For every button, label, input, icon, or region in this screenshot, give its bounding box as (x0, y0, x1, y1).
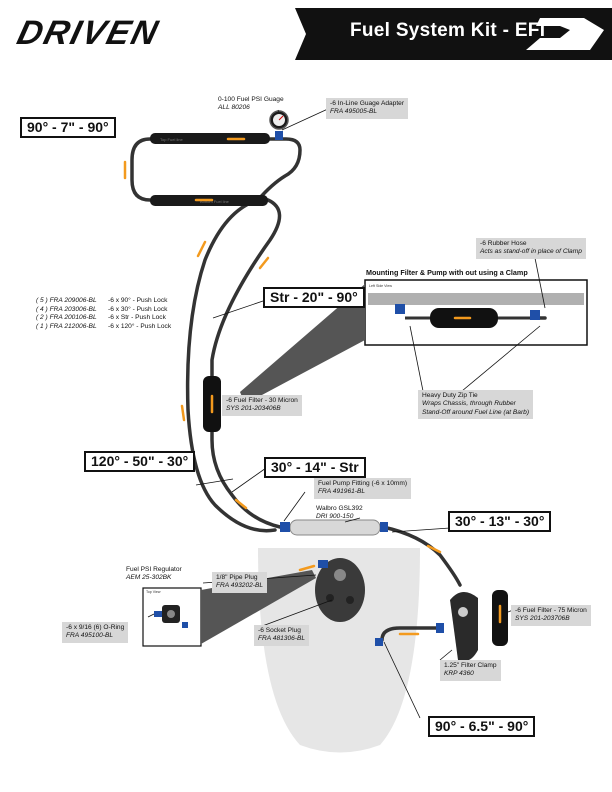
filter-30-part: SYS 201-203406B (226, 405, 281, 413)
label-pump-fitting: Fuel Pump Fitting (-6 x 10mm) FRA 491961… (314, 478, 412, 499)
parts-list-row: ( 1 ) FRA 212006-BL -6 x 120° - Push Loc… (36, 322, 172, 330)
walbro-pump-body (289, 519, 381, 536)
bottom-fuel-line-tag: Bottom Fuel line (200, 199, 230, 204)
zip-tie-line2: Stand-Off around Fuel Line (at Barb) (422, 408, 530, 416)
top-fuel-line-body (150, 133, 270, 144)
filter-clamp-part: KRP 4360 (444, 670, 474, 678)
label-rubber-hose: -6 Rubber Hose Acts as stand-off in plac… (476, 238, 586, 259)
fittings-parts-list: ( 5 ) FRA 209006-BL -6 x 90° - Push Lock… (36, 297, 171, 331)
label-socket-plug: -6 Socket Plug FRA 481306-BL (254, 625, 310, 646)
label-filter-75: -6 Fuel Filter - 75 Micron SYS 201-20370… (511, 605, 591, 626)
zip-tie-name: Heavy Duty Zip Tie (422, 392, 478, 399)
parts-list-row: ( 2 ) FRA 200106-BL -6 x Str - Push Lock (36, 314, 166, 322)
pump-fitting-part: FRA 491961-BL (318, 488, 366, 496)
page-title: Fuel System Kit - EFI (350, 20, 546, 41)
top-fuel-line-tag: Top Fuel line (160, 137, 183, 142)
label-oring: -6 x 9/16 (6) O-Ring FRA 495100-BL (62, 622, 129, 643)
angle-box-3: 120° - 50" - 30° (84, 451, 196, 472)
label-inline-adapter: -6 In-Line Guage Adapter FRA 495005-BL (326, 98, 409, 119)
filter-30-name: -6 Fuel Filter - 30 Micron (226, 397, 298, 404)
hose-loop-left (130, 137, 152, 202)
socket-plug-name: -6 Socket Plug (258, 627, 301, 634)
hose-bottom-loop (380, 626, 442, 642)
pipe-plug-part: FRA 493202-BL (216, 582, 264, 590)
hose-main-long (185, 198, 277, 533)
pump-part: DRI 900-150 (316, 513, 354, 521)
left-side-view-tag: Left Side View (369, 284, 392, 288)
psi-gauge-part: ALL 80206 (218, 104, 250, 112)
filter-clamp-name: 1.25" Filter Clamp (444, 662, 497, 669)
label-zip-tie: Heavy Duty Zip Tie Wraps Chassis, throug… (418, 390, 534, 420)
angle-box-5: 30° - 13" - 30° (448, 511, 552, 532)
fuel-tank-outline (258, 548, 420, 753)
angle-box-6: 90° - 6.5" - 90° (428, 716, 536, 737)
angle-box-4: 30° - 14" - Str (264, 457, 366, 478)
inline-adapter-part: FRA 495005-BL (330, 108, 378, 116)
hose-gauge-loop (256, 137, 302, 202)
filter-75-part: SYS 201-203706B (515, 615, 570, 623)
zip-tie-line1: Wraps Chassis, through Rubber (422, 400, 516, 408)
hose-to-filter-30 (210, 198, 282, 382)
gauge-adapter (275, 131, 283, 140)
inline-adapter-name: -6 In-Line Guage Adapter (330, 100, 405, 107)
filter-75-name: -6 Fuel Filter - 75 Micron (515, 607, 587, 614)
socket-plug-part: FRA 481306-BL (258, 635, 306, 643)
rubber-hose-name: -6 Rubber Hose (480, 240, 527, 247)
label-filter-clamp: 1.25" Filter Clamp KRP 4360 (440, 660, 501, 681)
header-background (295, 8, 612, 60)
regulator-fitting (318, 560, 328, 568)
mounting-section-title: Mounting Filter & Pump with out using a … (366, 268, 528, 277)
chassis-rail (368, 293, 584, 305)
regulator-part: AEM 25-302BK (126, 574, 172, 582)
pump-fitting-left (280, 522, 290, 532)
mounting-callout-wedge (240, 284, 365, 404)
angle-box-1: 90° - 7" - 90° (20, 117, 116, 138)
pump-fitting-right (380, 522, 388, 532)
regulator-name: Fuel PSI Regulator (126, 566, 182, 573)
label-regulator: Fuel PSI Regulator AEM 25-302BK (126, 566, 182, 583)
hose-filter-to-pump (210, 428, 282, 529)
pipe-plug-name: 1/8" Pipe Plug (216, 574, 258, 581)
parts-list-row: ( 5 ) FRA 209006-BL -6 x 90° - Push Lock (36, 297, 168, 304)
oring-name: -6 x 9/16 (6) O-Ring (66, 624, 125, 631)
pump-fitting-name: Fuel Pump Fitting (-6 x 10mm) (318, 480, 408, 487)
pump-name: Walbro GSL392 (316, 505, 363, 512)
rubber-hose-note: Acts as stand-off in place of Clamp (480, 248, 582, 256)
angle-box-2: Str - 20" - 90° (263, 287, 365, 308)
header-bar: DRIVEN Fuel System Kit - EFI (0, 0, 612, 64)
label-pump: Walbro GSL392 DRI 900-150 (316, 505, 363, 522)
flow-arrows (123, 137, 502, 636)
hose-pump-out (381, 525, 462, 587)
top-view-tag: Top View (146, 590, 161, 594)
label-filter-30: -6 Fuel Filter - 30 Micron SYS 201-20340… (222, 395, 302, 416)
fuel-module-plate (315, 558, 365, 622)
oring-part: FRA 495100-BL (66, 632, 114, 640)
label-pipe-plug: 1/8" Pipe Plug FRA 493202-BL (212, 572, 268, 593)
label-psi-gauge: 0-100 Fuel PSI Guage ALL 80206 (218, 96, 284, 113)
psi-gauge-name: 0-100 Fuel PSI Guage (218, 96, 284, 103)
parts-list-row: ( 4 ) FRA 203006-BL -6 x 30° - Push Lock (36, 305, 168, 313)
filter-clamp-body (450, 591, 478, 662)
